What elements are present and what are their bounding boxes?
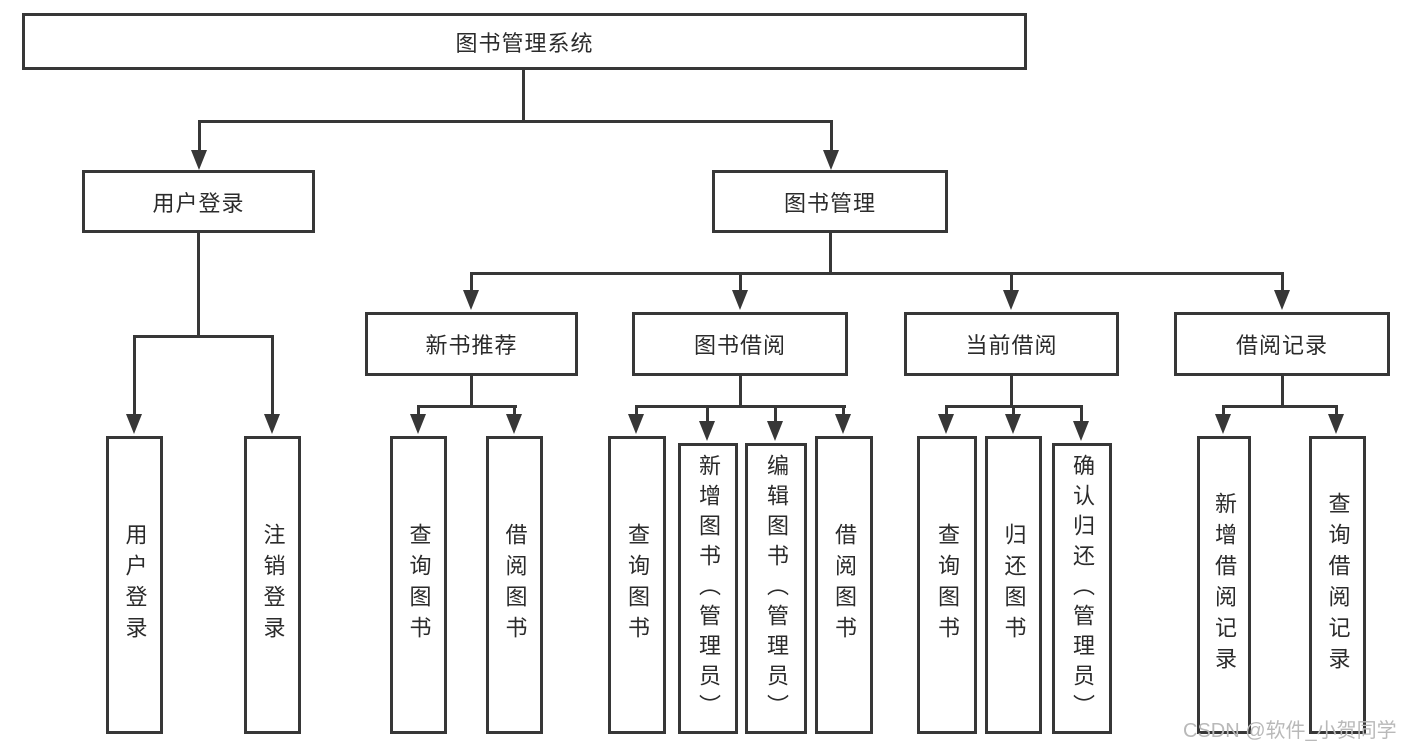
node-current-borrow: 当前借阅 [904, 312, 1119, 376]
connector-to-rec-query [417, 405, 420, 416]
arrow-to-rec-borrow [506, 414, 522, 434]
node-book-mgmt-label: 图书管理 [783, 190, 876, 216]
connector-user-login-branch [133, 335, 274, 338]
connector-to-user-login [198, 120, 201, 152]
connector-borrow-records-trunk [1281, 376, 1284, 405]
leaf-br-query: 查询借阅记录 [1309, 436, 1366, 734]
leaf-cb-return: 归还图书 [985, 436, 1042, 734]
leaf-logout: 注销登录 [244, 436, 301, 734]
arrow-to-book-borrow [732, 290, 748, 310]
leaf-bb-edit: 编辑图书（管理员） [745, 443, 807, 734]
leaf-bb-add: 新增图书（管理员） [678, 443, 738, 734]
connector-to-new-book-rec [470, 272, 473, 292]
arrow-to-leaf-user-login [126, 414, 142, 434]
arrow-to-current-borrow [1003, 290, 1019, 310]
node-current-borrow-label: 当前借阅 [965, 333, 1058, 358]
leaf-logout-label: 注销登录 [260, 523, 286, 647]
arrow-to-new-book-rec [463, 290, 479, 310]
node-borrow-records: 借阅记录 [1174, 312, 1390, 376]
leaf-cb-confirm-label: 确认归还（管理员） [1070, 453, 1095, 724]
leaf-br-add-label: 新增借阅记录 [1212, 492, 1237, 678]
connector-new-book-rec-branch [417, 405, 517, 408]
node-book-mgmt: 图书管理 [712, 170, 948, 233]
leaf-bb-edit-label: 编辑图书（管理员） [764, 453, 789, 724]
connector-to-borrow-records [1281, 272, 1284, 292]
connector-to-bb-query [635, 405, 638, 416]
leaf-bb-borrow: 借阅图书 [815, 436, 873, 734]
leaf-br-query-label: 查询借阅记录 [1325, 492, 1351, 678]
connector-current-borrow-trunk [1010, 376, 1013, 405]
arrow-to-bb-borrow [835, 414, 851, 434]
arrow-to-user-login [191, 150, 207, 170]
arrow-to-borrow-records [1274, 290, 1290, 310]
connector-book-borrow-branch [635, 405, 846, 408]
leaf-bb-add-label: 新增图书（管理员） [696, 453, 721, 724]
connector-to-br-add [1222, 405, 1225, 416]
node-book-borrow: 图书借阅 [632, 312, 848, 376]
leaf-rec-query: 查询图书 [390, 436, 447, 734]
leaf-cb-query: 查询图书 [917, 436, 977, 734]
connector-to-rec-borrow [513, 405, 516, 416]
node-user-login: 用户登录 [82, 170, 315, 233]
connector-user-login-trunk [197, 233, 200, 335]
connector-to-bb-edit [774, 405, 777, 423]
connector-level1-branch [198, 120, 833, 123]
arrow-to-cb-return [1005, 414, 1021, 434]
leaf-cb-query-label: 查询图书 [935, 523, 960, 647]
leaf-user-login: 用户登录 [106, 436, 163, 734]
leaf-cb-return-label: 归还图书 [1001, 523, 1027, 647]
connector-to-br-query [1335, 405, 1338, 416]
node-root-label: 图书管理系统 [455, 30, 594, 56]
connector-to-cb-query [945, 405, 948, 416]
arrow-to-cb-confirm [1073, 421, 1089, 441]
arrow-to-bb-query [628, 414, 644, 434]
node-borrow-records-label: 借阅记录 [1235, 333, 1328, 358]
leaf-bb-borrow-label: 借阅图书 [832, 523, 857, 647]
connector-to-book-borrow [739, 272, 742, 292]
arrow-to-rec-query [410, 414, 426, 434]
leaf-bb-query-label: 查询图书 [625, 523, 650, 647]
connector-book-borrow-trunk [739, 376, 742, 405]
node-root: 图书管理系统 [22, 13, 1027, 70]
leaf-rec-borrow-label: 借阅图书 [502, 523, 528, 647]
leaf-rec-query-label: 查询图书 [406, 523, 432, 647]
connector-to-leaf-logout [271, 335, 274, 416]
connector-to-bb-borrow [842, 405, 845, 416]
connector-to-book-mgmt [830, 120, 833, 152]
node-new-book-rec-label: 新书推荐 [425, 333, 518, 358]
connector-borrow-records-branch [1222, 405, 1337, 408]
connector-book-mgmt-branch [470, 272, 1283, 275]
connector-to-current-borrow [1010, 272, 1013, 292]
connector-to-leaf-user-login [133, 335, 136, 416]
arrow-to-leaf-logout [264, 414, 280, 434]
leaf-rec-borrow: 借阅图书 [486, 436, 543, 734]
connector-book-mgmt-trunk [829, 233, 832, 273]
node-new-book-rec: 新书推荐 [365, 312, 578, 376]
watermark: CSDN @软件_小贺同学 [1183, 720, 1397, 742]
connector-root-trunk [522, 69, 525, 121]
arrow-to-book-mgmt [823, 150, 839, 170]
node-user-login-label: 用户登录 [152, 190, 245, 216]
connector-to-cb-return [1012, 405, 1015, 416]
connector-new-book-rec-trunk [470, 376, 473, 405]
leaf-br-add: 新增借阅记录 [1197, 436, 1251, 734]
arrow-to-cb-query [938, 414, 954, 434]
leaf-cb-confirm: 确认归还（管理员） [1052, 443, 1112, 734]
arrow-to-br-add [1215, 414, 1231, 434]
arrow-to-br-query [1328, 414, 1344, 434]
connector-to-cb-confirm [1080, 405, 1083, 423]
node-book-borrow-label: 图书借阅 [693, 333, 786, 358]
leaf-user-login-label: 用户登录 [122, 523, 148, 647]
arrow-to-bb-add [699, 421, 715, 441]
arrow-to-bb-edit [767, 421, 783, 441]
connector-to-bb-add [706, 405, 709, 423]
leaf-bb-query: 查询图书 [608, 436, 666, 734]
